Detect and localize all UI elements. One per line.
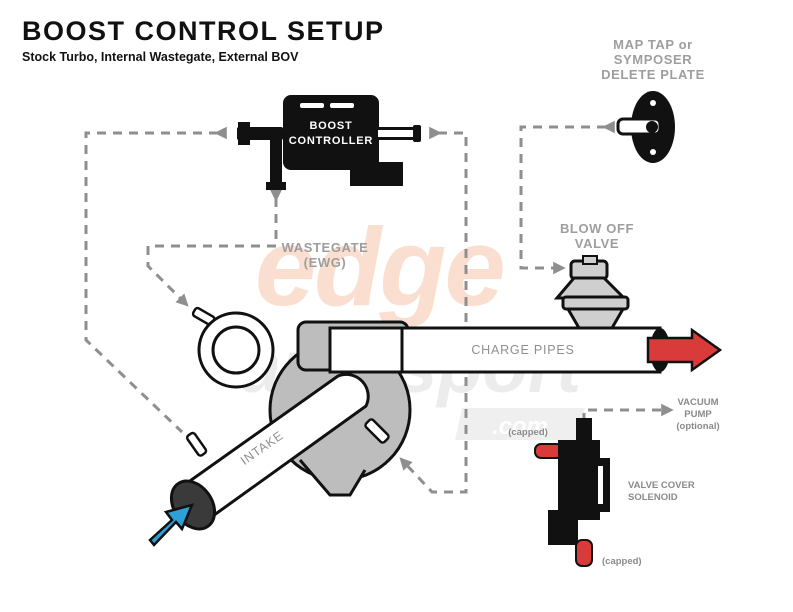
outlet-flow-arrow — [646, 327, 723, 373]
line-controller-to-intake — [84, 126, 227, 434]
watermark-brand: edge — [255, 206, 504, 329]
capped-top-label: (capped) — [508, 427, 548, 438]
line-solenoid-to-vacuum-pump — [582, 403, 674, 422]
line-maptap-to-bov — [519, 120, 615, 275]
solenoid-label-1: VALVE COVER — [628, 480, 695, 491]
boost-controller: BOOST CONTROLLER — [237, 95, 421, 190]
blow-off-valve: BLOW OFF VALVE — [553, 221, 634, 330]
charge-pipe: CHARGE PIPES — [328, 326, 670, 374]
wastegate-actuator: WASTEGATE (EWG) — [191, 240, 369, 389]
wastegate-label-1: WASTEGATE — [282, 240, 369, 255]
vacuum-pump-label-1: VACUUM — [678, 397, 719, 408]
map-tap-label-3: DELETE PLATE — [601, 67, 705, 82]
bov-label-2: VALVE — [575, 236, 619, 251]
map-tap-label-1: MAP TAP or — [613, 37, 693, 52]
vacuum-lines — [84, 120, 674, 494]
watermark-domain-bar — [455, 408, 585, 440]
solenoid-label-2: SOLENOID — [628, 492, 678, 503]
vacuum-pump-label: VACUUM PUMP (optional) — [676, 397, 719, 432]
vacuum-pump-label-2: PUMP — [684, 409, 712, 420]
page-title: BOOST CONTROL SETUP — [22, 16, 385, 46]
line-controller-to-compressor — [399, 126, 468, 494]
wastegate-label-2: (EWG) — [304, 255, 347, 270]
charge-pipes-label: CHARGE PIPES — [471, 343, 574, 357]
map-tap-plate: MAP TAP or SYMPOSER DELETE PLATE — [601, 37, 705, 163]
boost-controller-label-2: CONTROLLER — [289, 135, 373, 147]
bov-label-1: BLOW OFF — [560, 221, 634, 236]
valve-cover-solenoid: (capped) VALVE COVER SOLENOID (capped) — [508, 418, 695, 567]
map-tap-label-2: SYMPOSER — [614, 52, 692, 67]
line-controller-to-wastegate — [146, 189, 283, 307]
vacuum-pump-label-3: (optional) — [676, 421, 719, 432]
capped-bottom-label: (capped) — [602, 556, 642, 567]
intake-flow-arrow — [148, 503, 195, 547]
watermark-domain: .com — [492, 413, 548, 440]
boost-controller-label-1: BOOST — [309, 120, 352, 132]
page-subtitle: Stock Turbo, Internal Wastegate, Externa… — [22, 50, 299, 64]
